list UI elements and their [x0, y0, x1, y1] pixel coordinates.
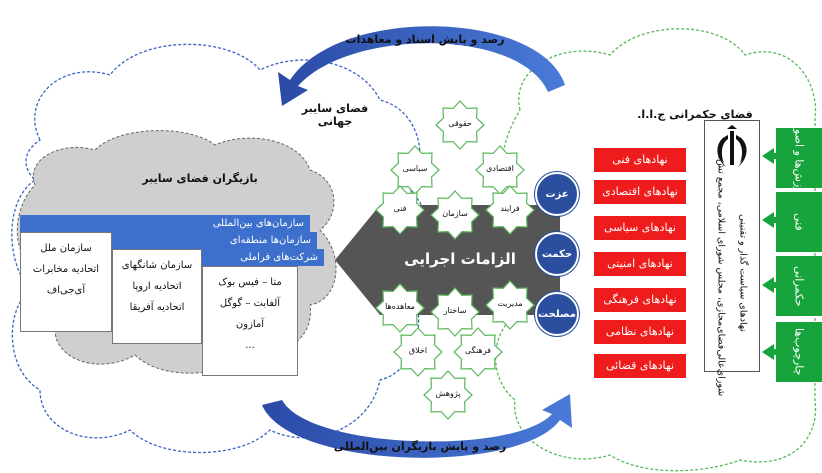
requirement-star — [430, 190, 480, 240]
arrow-icon — [762, 148, 784, 164]
star-label: اخلاق — [408, 346, 428, 355]
value-circle-honor: عزت — [535, 172, 579, 216]
actor-item: آلفابت – گوگل — [219, 298, 281, 309]
star-label: مدیریت — [497, 299, 523, 308]
actor-item: اتحادیه مخابرات — [32, 264, 100, 275]
institution-box: نهادهای نظامی — [594, 320, 686, 344]
green-box-frameworks: چارچوب‌ها — [776, 322, 822, 382]
star-label: فرهنگی — [465, 346, 491, 355]
green-box-label: ارزش‌ها و اصول — [792, 120, 806, 196]
box-international-orgs: سازمان ملل اتحادیه مخابرات آی‌جی‌اف — [20, 232, 112, 332]
star-label: ساختار — [443, 306, 467, 315]
top-curved-arrow — [278, 26, 565, 106]
actor-item: متا – فیس بوک — [218, 277, 282, 288]
green-arrows — [762, 148, 784, 360]
bottom-curved-arrow — [262, 394, 572, 458]
requirement-star — [430, 287, 480, 337]
inner-cloud-title: بازیگران فضای سایبر — [142, 172, 258, 185]
actor-item: سازمان ملل — [40, 243, 92, 254]
requirement-star — [485, 280, 535, 330]
actor-item: ... — [245, 340, 255, 351]
arrow-icon — [762, 277, 784, 293]
center-label: الزامات اجرایی — [404, 250, 516, 268]
arrow-icon — [762, 212, 784, 228]
value-circle-expediency: مصلحت — [535, 292, 579, 336]
banner-international-orgs: سازمان‌های بین‌المللی — [20, 215, 310, 232]
actor-item: آمازون — [235, 319, 265, 330]
star-label: سازمان — [442, 209, 468, 218]
star-label: حقوقی — [448, 119, 472, 128]
requirement-star — [435, 100, 485, 150]
actor-item: اتحادیه آفریقا — [129, 302, 185, 313]
left-cloud-title: فضای سایبر جهانی — [301, 102, 369, 128]
institution-box: نهادهای سیاسی — [594, 216, 686, 240]
right-cloud-title: فضای حکمرانی ج.ا.ا. — [637, 108, 753, 121]
green-box-label: حکمرانی — [792, 265, 806, 307]
star-label: فنی — [393, 204, 407, 213]
institution-box: نهادهای فرهنگی — [594, 288, 686, 312]
box-transnational-companies: متا – فیس بوک آلفابت – گوگل آمازون ... — [202, 266, 298, 376]
star-label: اقتصادی — [486, 164, 514, 173]
green-box-governance: حکمرانی — [776, 256, 822, 316]
institution-box: نهادهای قضائی — [594, 354, 686, 378]
actor-item: سازمان شانگهای — [121, 260, 193, 271]
institution-box: نهادهای اقتصادی — [594, 180, 686, 204]
institution-box: نهادهای فنی — [594, 148, 686, 172]
requirement-star — [375, 283, 425, 333]
policy-makers-list: شورای‌عالی‌فضای‌مجازی، مجلس شورای اسلامی… — [715, 149, 727, 397]
policy-makers-box: شورای‌عالی‌فضای‌مجازی، مجلس شورای اسلامی… — [704, 120, 760, 396]
requirement-star — [453, 327, 503, 377]
policy-makers-title: نهادهای سیاست گذار و تقنینی — [737, 214, 749, 332]
box-regional-orgs: سازمان شانگهای اتحادیه اروپا اتحادیه آفر… — [112, 249, 202, 344]
requirement-star — [423, 370, 473, 420]
star-label: پژوهش — [435, 389, 461, 398]
bottom-arrow-label: رصد و پایش بازیگران بین‌المللی — [333, 440, 507, 453]
institution-box: نهادهای امنیتی — [594, 252, 686, 276]
green-box-values: ارزش‌ها و اصول — [776, 121, 822, 195]
star-label: فرایند — [500, 204, 520, 213]
requirement-star — [393, 327, 443, 377]
green-box-label: چارچوب‌ها — [792, 328, 806, 376]
star-label: معاهده‌ها — [385, 302, 415, 311]
actor-item: آی‌جی‌اف — [46, 285, 86, 296]
arrow-icon — [762, 344, 784, 360]
iran-emblem-icon — [717, 125, 747, 167]
green-box-label: فنی — [792, 213, 806, 231]
value-circle-wisdom: حکمت — [535, 232, 579, 276]
green-box-technical: فنی — [776, 192, 822, 252]
top-arrow-label: رصد و پایش اسناد و معاهدات — [345, 33, 505, 46]
requirement-star — [375, 185, 425, 235]
banner-transnational-companies: شرکت‌های فراملی — [202, 249, 324, 266]
banner-regional-orgs: سازمان‌ها منطقه‌ای — [112, 232, 317, 249]
actor-item: اتحادیه اروپا — [132, 281, 182, 292]
requirement-star — [485, 185, 535, 235]
star-label: سیاسی — [402, 164, 428, 173]
